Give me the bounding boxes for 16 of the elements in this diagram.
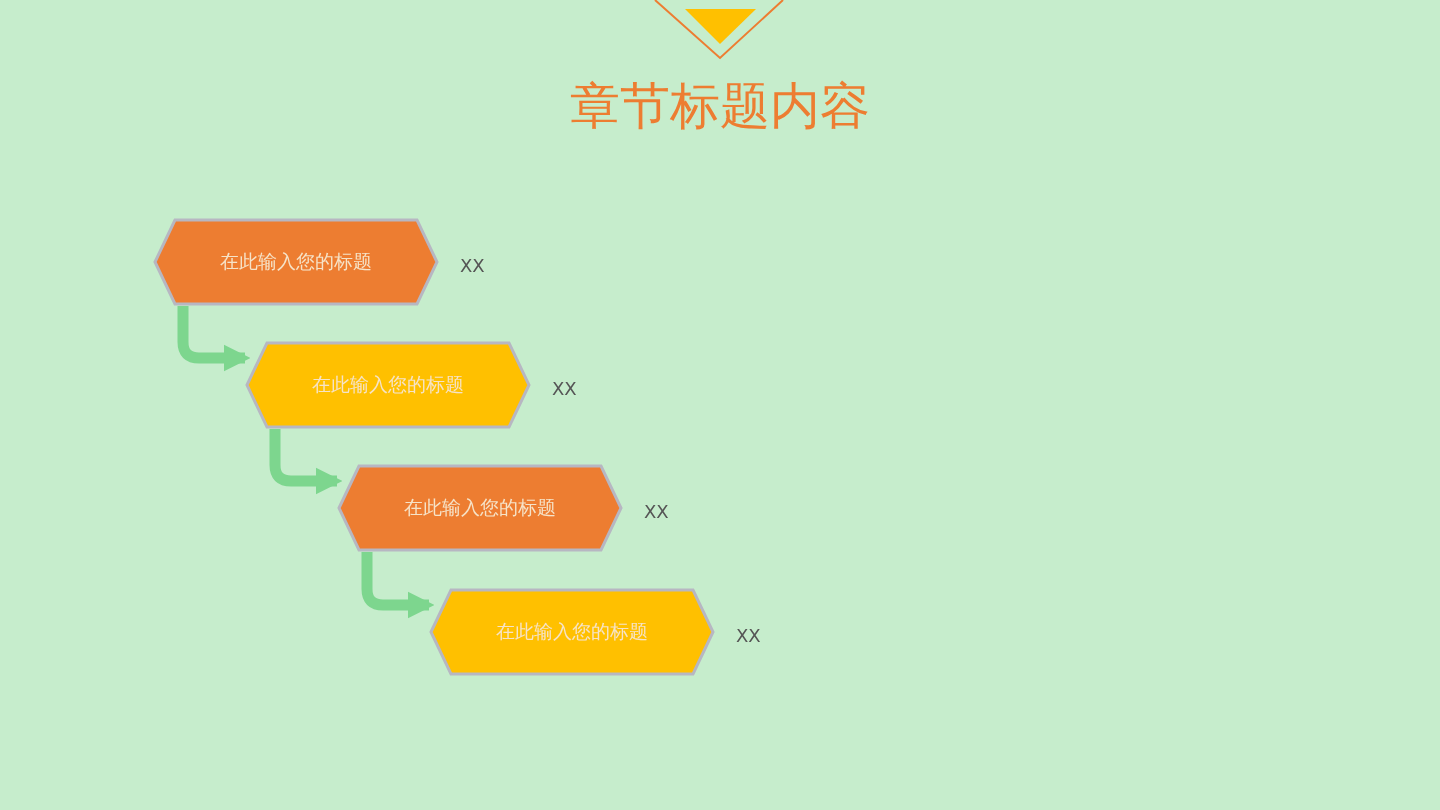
title: 章节标题内容	[570, 77, 870, 135]
box-label: 在此输入您的标题	[311, 372, 465, 397]
hexagon-box	[429, 588, 715, 676]
box-label: 在此输入您的标题	[495, 619, 649, 644]
side-note: XX	[736, 625, 761, 647]
side-note: XX	[644, 501, 669, 523]
bent-arrow	[269, 429, 343, 495]
bent-arrow	[361, 552, 435, 619]
hexagon-box	[153, 218, 439, 306]
hexagon-box	[245, 341, 531, 429]
box-label: 在此输入您的标题	[219, 249, 373, 274]
side-note: XX	[552, 378, 577, 400]
box-label: 在此输入您的标题	[403, 495, 557, 520]
side-note: XX	[460, 255, 485, 277]
bent-arrow	[177, 306, 251, 372]
hexagon-box	[337, 464, 623, 552]
